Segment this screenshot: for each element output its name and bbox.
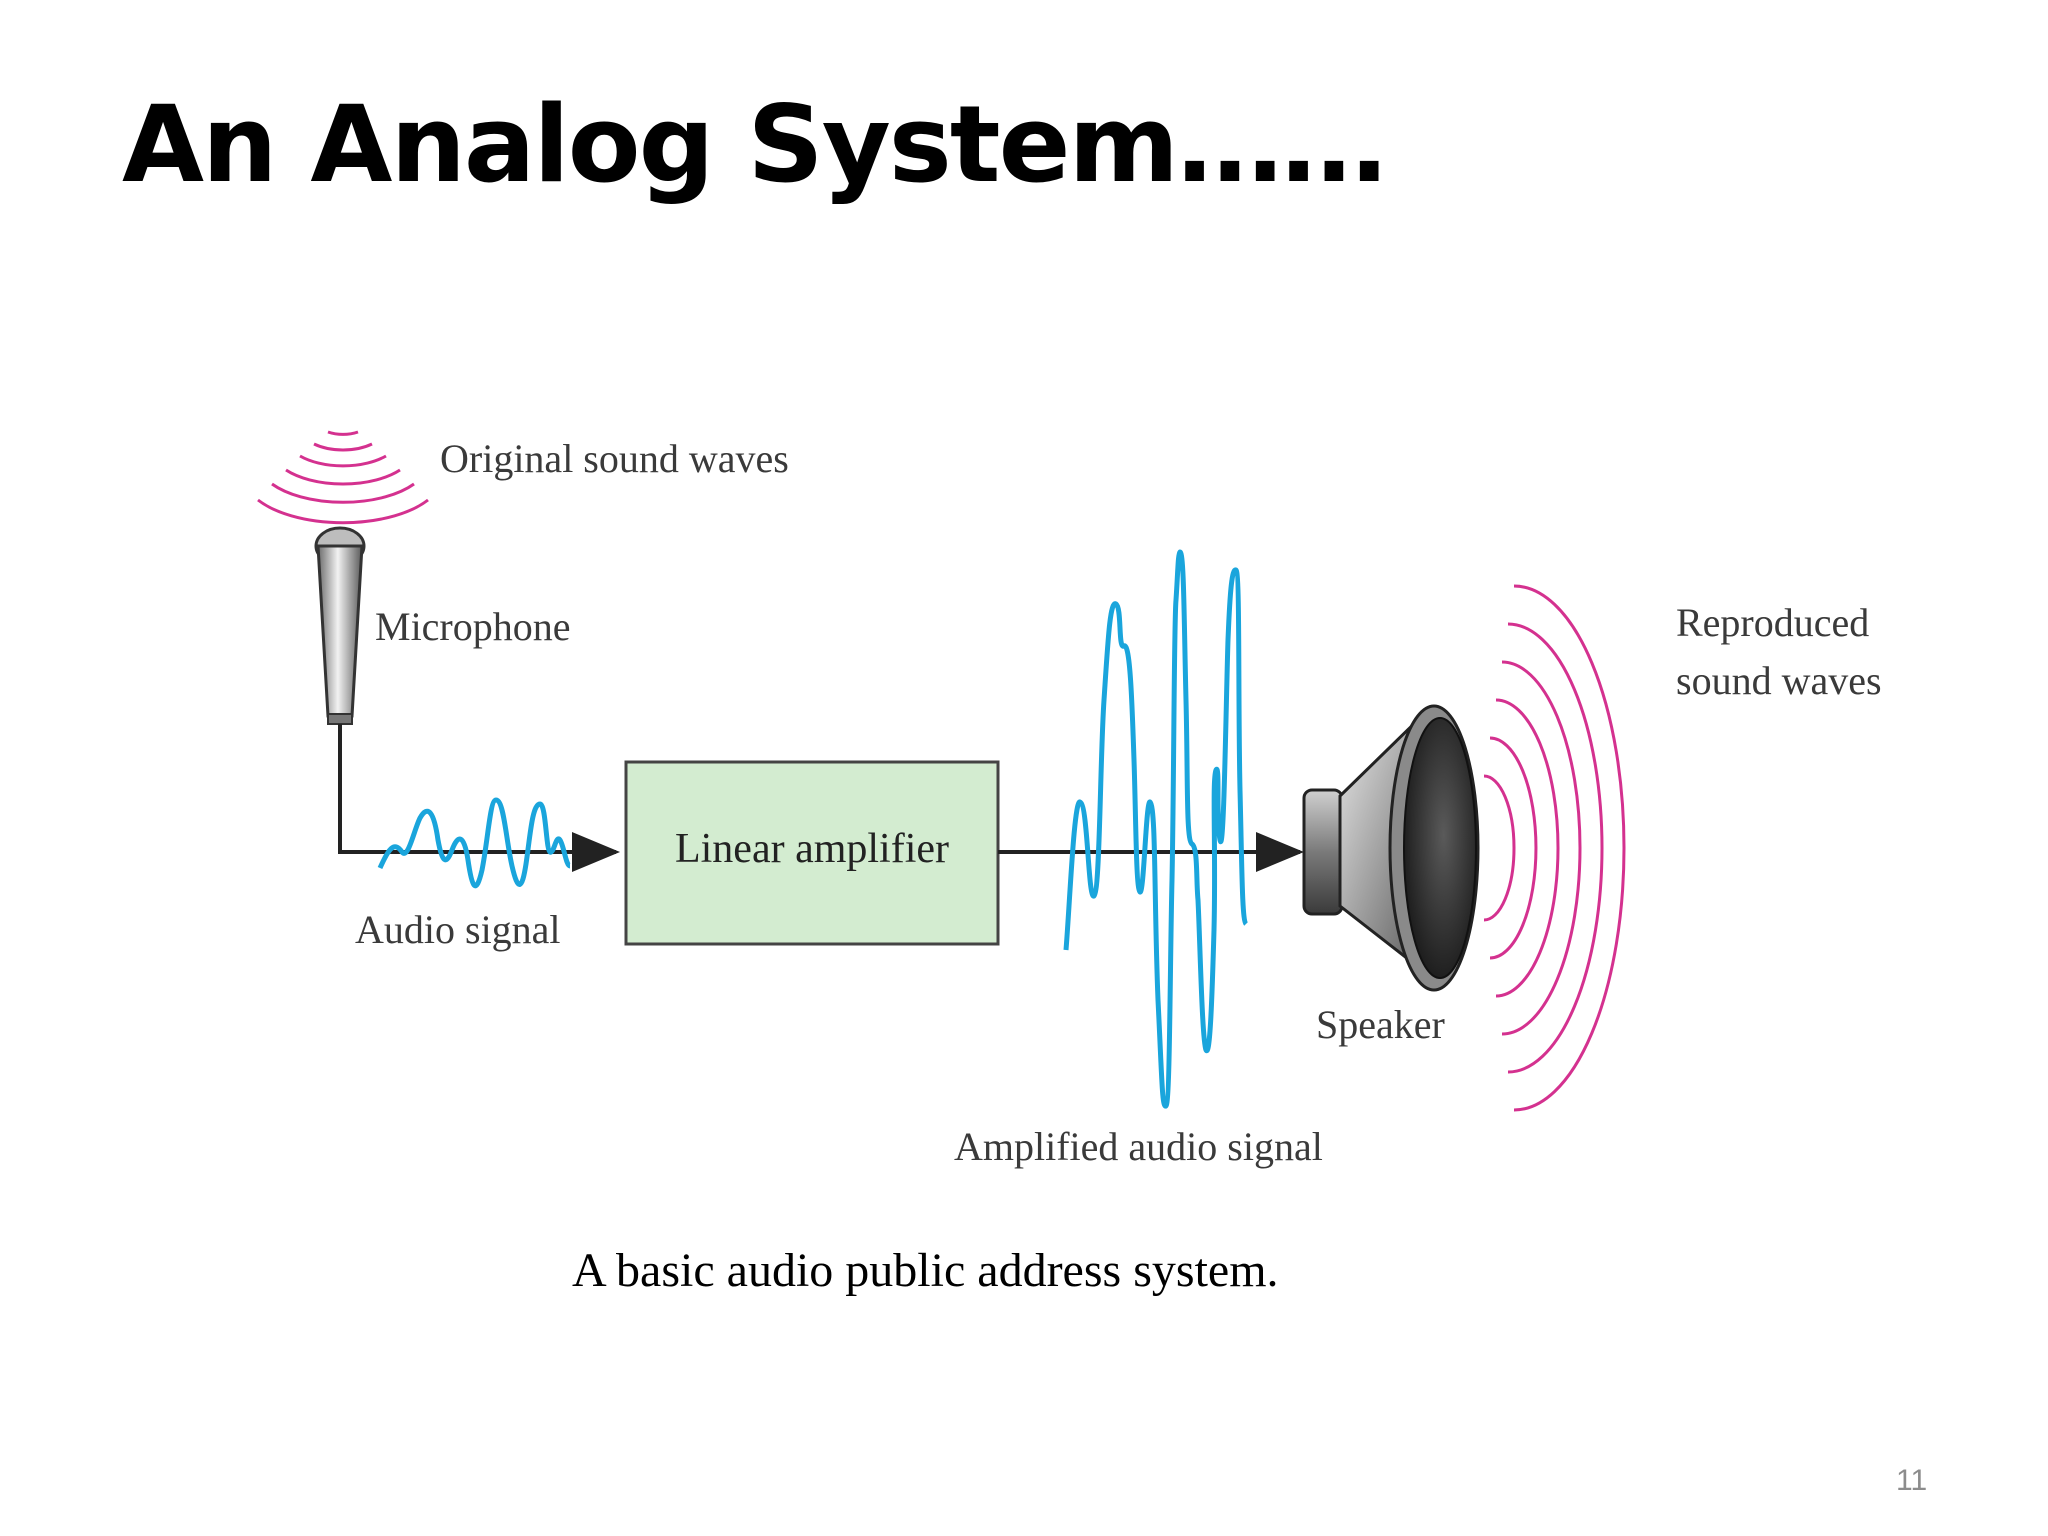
linear-amplifier-box [624, 760, 1000, 946]
reproduced-sound-waves-label-line2: sound waves [1676, 658, 1882, 703]
audio-signal-label: Audio signal [355, 907, 561, 952]
reproduced-sound-waves-label-line1: Reproduced [1676, 600, 1869, 645]
original-sound-waves [257, 430, 429, 525]
microphone-label: Microphone [375, 604, 571, 649]
amplified-signal-waveform [1063, 549, 1249, 1109]
slide-number: 11 [1896, 1464, 1928, 1497]
original-sound-waves-label: Original sound waves [440, 436, 789, 481]
audio-signal-waveform [377, 797, 572, 889]
figure-caption: A basic audio public address system. [572, 1244, 1279, 1297]
speaker-label: Speaker [1316, 1002, 1445, 1047]
microphone-cable [338, 724, 620, 872]
linear-amplifier-label: Linear amplifier [675, 826, 949, 872]
slide-title: An Analog System…… [122, 83, 1387, 206]
microphone-icon [314, 526, 366, 725]
amplified-audio-signal-label: Amplified audio signal [954, 1124, 1323, 1169]
reproduced-sound-waves [1483, 584, 1626, 1112]
speaker-icon [1302, 704, 1480, 992]
